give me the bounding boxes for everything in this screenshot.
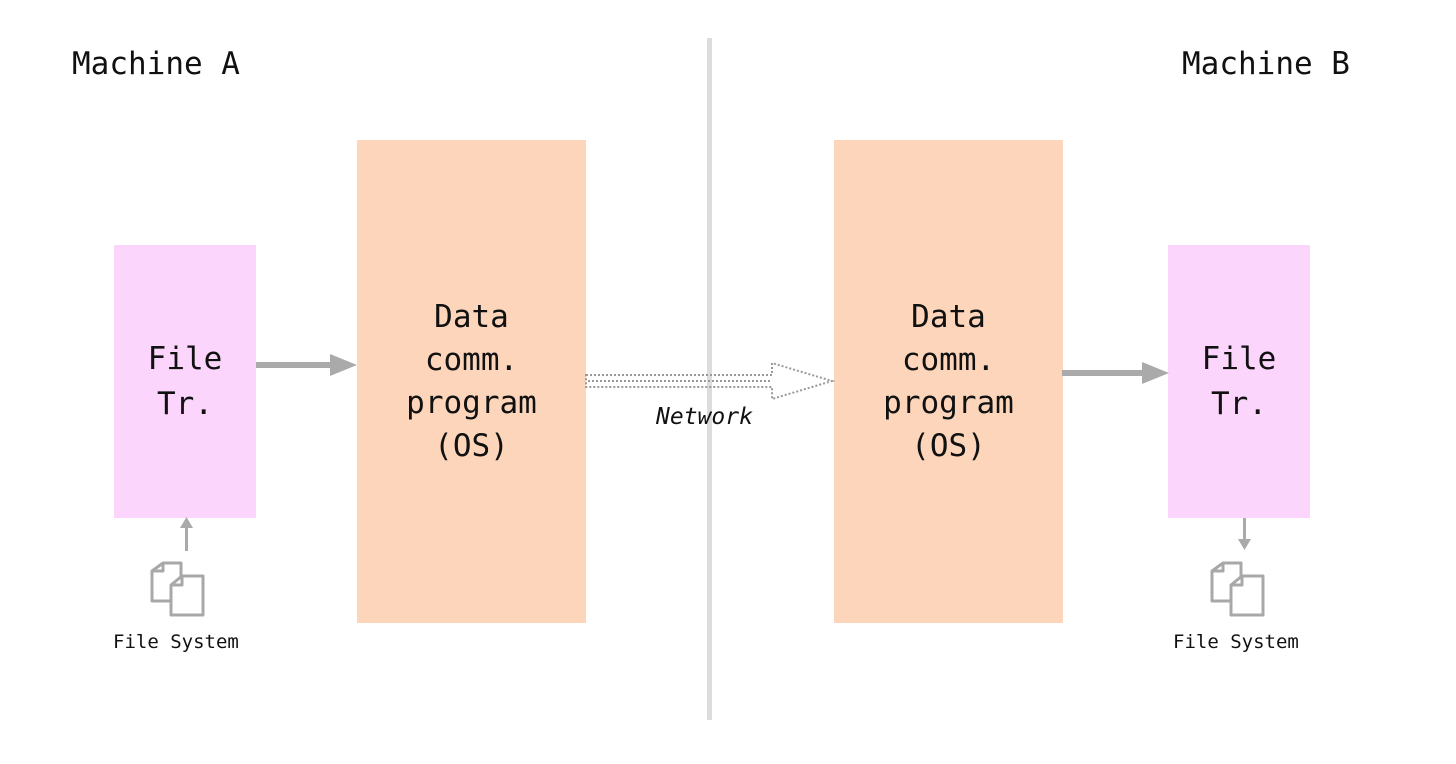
machine-b-file-transfer-box: File Tr. <box>1168 245 1310 518</box>
file-system-up-arrow-a <box>180 517 193 551</box>
machine-a-comm-program-box: Data comm. program (OS) <box>357 140 586 623</box>
comm-program-label-line2: comm. <box>901 341 996 378</box>
file-transfer-label-line2: Tr. <box>157 385 213 422</box>
machine-a-title: Machine A <box>72 46 240 82</box>
comm-program-label-line3: program <box>406 384 537 421</box>
machine-divider <box>707 38 712 720</box>
network-label: Network <box>656 404 753 430</box>
network-arrow <box>585 361 836 401</box>
comm-to-file-transfer-arrow-b <box>1062 362 1169 384</box>
comm-program-label-line1: Data <box>434 298 509 335</box>
documents-icon <box>1210 561 1265 617</box>
comm-program-label-line2: comm. <box>424 341 519 378</box>
file-system-down-arrow-b <box>1238 518 1251 550</box>
machine-a-file-system-label: File System <box>113 631 239 653</box>
file-transfer-label-line2: Tr. <box>1211 385 1267 422</box>
machine-b-comm-program-box: Data comm. program (OS) <box>834 140 1063 623</box>
documents-icon <box>150 561 205 617</box>
machine-b-file-system-label: File System <box>1173 631 1299 653</box>
comm-program-label-line4: (OS) <box>434 427 509 464</box>
file-transfer-to-comm-arrow-a <box>256 354 357 376</box>
machine-a-file-transfer-box: File Tr. <box>114 245 256 518</box>
file-transfer-label-line1: File <box>147 340 223 377</box>
comm-program-label-line3: program <box>883 384 1014 421</box>
comm-program-label-line1: Data <box>911 298 986 335</box>
file-transfer-label-line1: File <box>1201 340 1277 377</box>
machine-b-title: Machine B <box>1182 46 1350 82</box>
comm-program-label-line4: (OS) <box>911 427 986 464</box>
